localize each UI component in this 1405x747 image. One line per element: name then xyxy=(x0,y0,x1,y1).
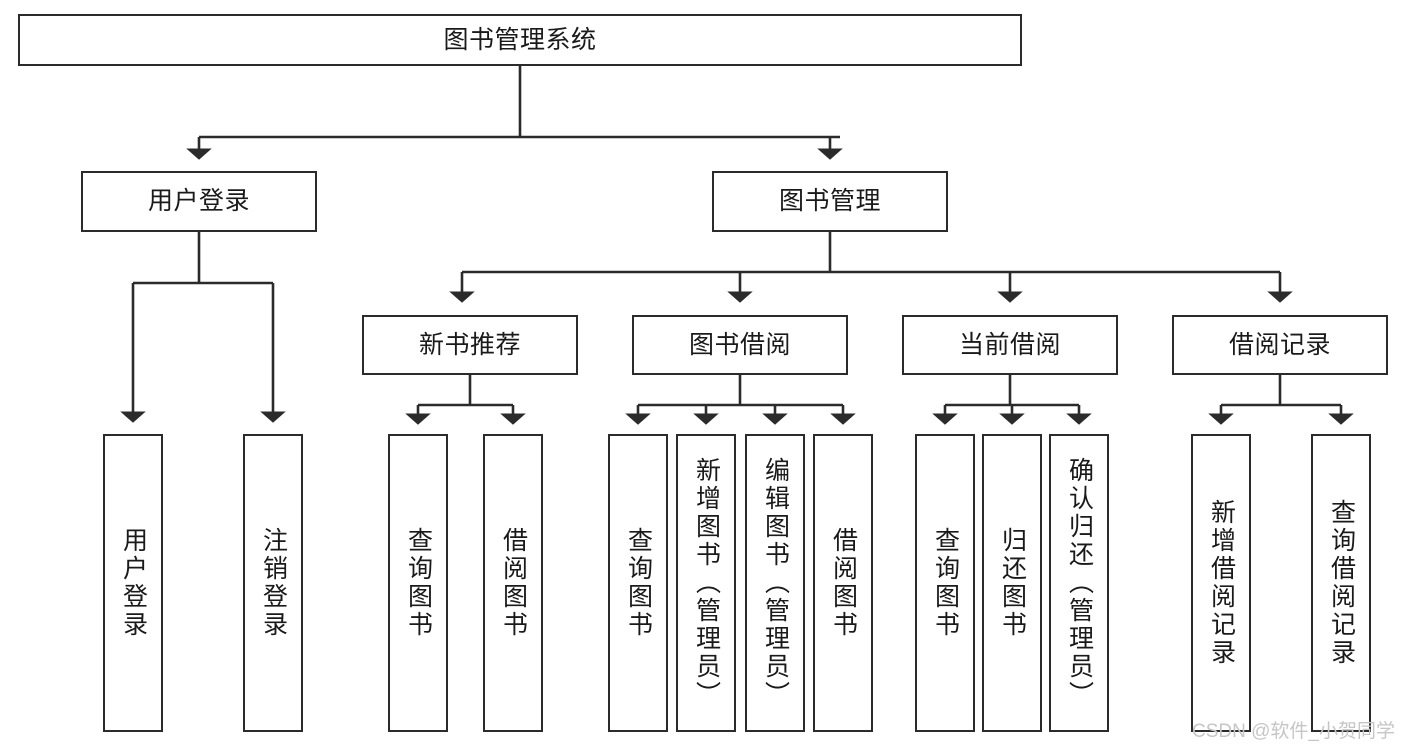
node-root-label: 图书管理系统 xyxy=(443,25,597,54)
leaf-logout[interactable]: 注销登录 xyxy=(243,434,303,732)
leaf-return-book[interactable]: 归还图书 xyxy=(982,434,1042,732)
leaf-query-book-current[interactable]: 查询图书 xyxy=(915,434,975,732)
node-book-borrow[interactable]: 图书借阅 xyxy=(632,315,848,375)
node-borrow-record[interactable]: 借阅记录 xyxy=(1172,315,1388,375)
leaf-add-book-admin-label: 新增图书（管理员） xyxy=(692,457,721,709)
node-book-management-label: 图书管理 xyxy=(778,187,881,215)
leaf-query-book-new[interactable]: 查询图书 xyxy=(388,434,448,732)
leaf-edit-book-admin[interactable]: 编辑图书（管理员） xyxy=(745,434,805,732)
leaf-logout-label: 注销登录 xyxy=(259,527,288,639)
node-new-book-recommend[interactable]: 新书推荐 xyxy=(362,315,578,375)
leaf-edit-book-admin-label: 编辑图书（管理员） xyxy=(761,457,790,709)
leaf-borrow-book[interactable]: 借阅图书 xyxy=(813,434,873,732)
leaf-query-book-current-label: 查询图书 xyxy=(931,527,960,639)
leaf-confirm-return-admin[interactable]: 确认归还（管理员） xyxy=(1049,434,1109,732)
leaf-borrow-book-label: 借阅图书 xyxy=(829,527,858,639)
node-current-borrow-label: 当前借阅 xyxy=(958,330,1061,359)
leaf-query-book-borrow-label: 查询图书 xyxy=(624,527,653,639)
node-new-book-recommend-label: 新书推荐 xyxy=(418,330,521,359)
leaf-add-borrow-record[interactable]: 新增借阅记录 xyxy=(1191,434,1251,732)
leaf-add-book-admin[interactable]: 新增图书（管理员） xyxy=(676,434,736,732)
leaf-user-login-label: 用户登录 xyxy=(119,527,148,639)
leaf-borrow-book-new-label: 借阅图书 xyxy=(499,527,528,639)
node-book-management[interactable]: 图书管理 xyxy=(712,171,948,232)
node-user-login-label: 用户登录 xyxy=(147,187,250,215)
leaf-query-book-new-label: 查询图书 xyxy=(404,527,433,639)
node-user-login[interactable]: 用户登录 xyxy=(81,171,317,232)
leaf-user-login[interactable]: 用户登录 xyxy=(103,434,163,732)
leaf-return-book-label: 归还图书 xyxy=(998,527,1027,639)
leaf-borrow-book-new[interactable]: 借阅图书 xyxy=(483,434,543,732)
node-book-borrow-label: 图书借阅 xyxy=(688,330,791,359)
leaf-query-book-borrow[interactable]: 查询图书 xyxy=(608,434,668,732)
leaf-query-borrow-record[interactable]: 查询借阅记录 xyxy=(1311,434,1371,732)
leaf-confirm-return-admin-label: 确认归还（管理员） xyxy=(1065,457,1094,709)
node-borrow-record-label: 借阅记录 xyxy=(1228,330,1331,359)
node-root[interactable]: 图书管理系统 xyxy=(18,14,1022,66)
leaf-add-borrow-record-label: 新增借阅记录 xyxy=(1207,499,1236,667)
node-current-borrow[interactable]: 当前借阅 xyxy=(902,315,1118,375)
leaf-query-borrow-record-label: 查询借阅记录 xyxy=(1327,499,1356,667)
